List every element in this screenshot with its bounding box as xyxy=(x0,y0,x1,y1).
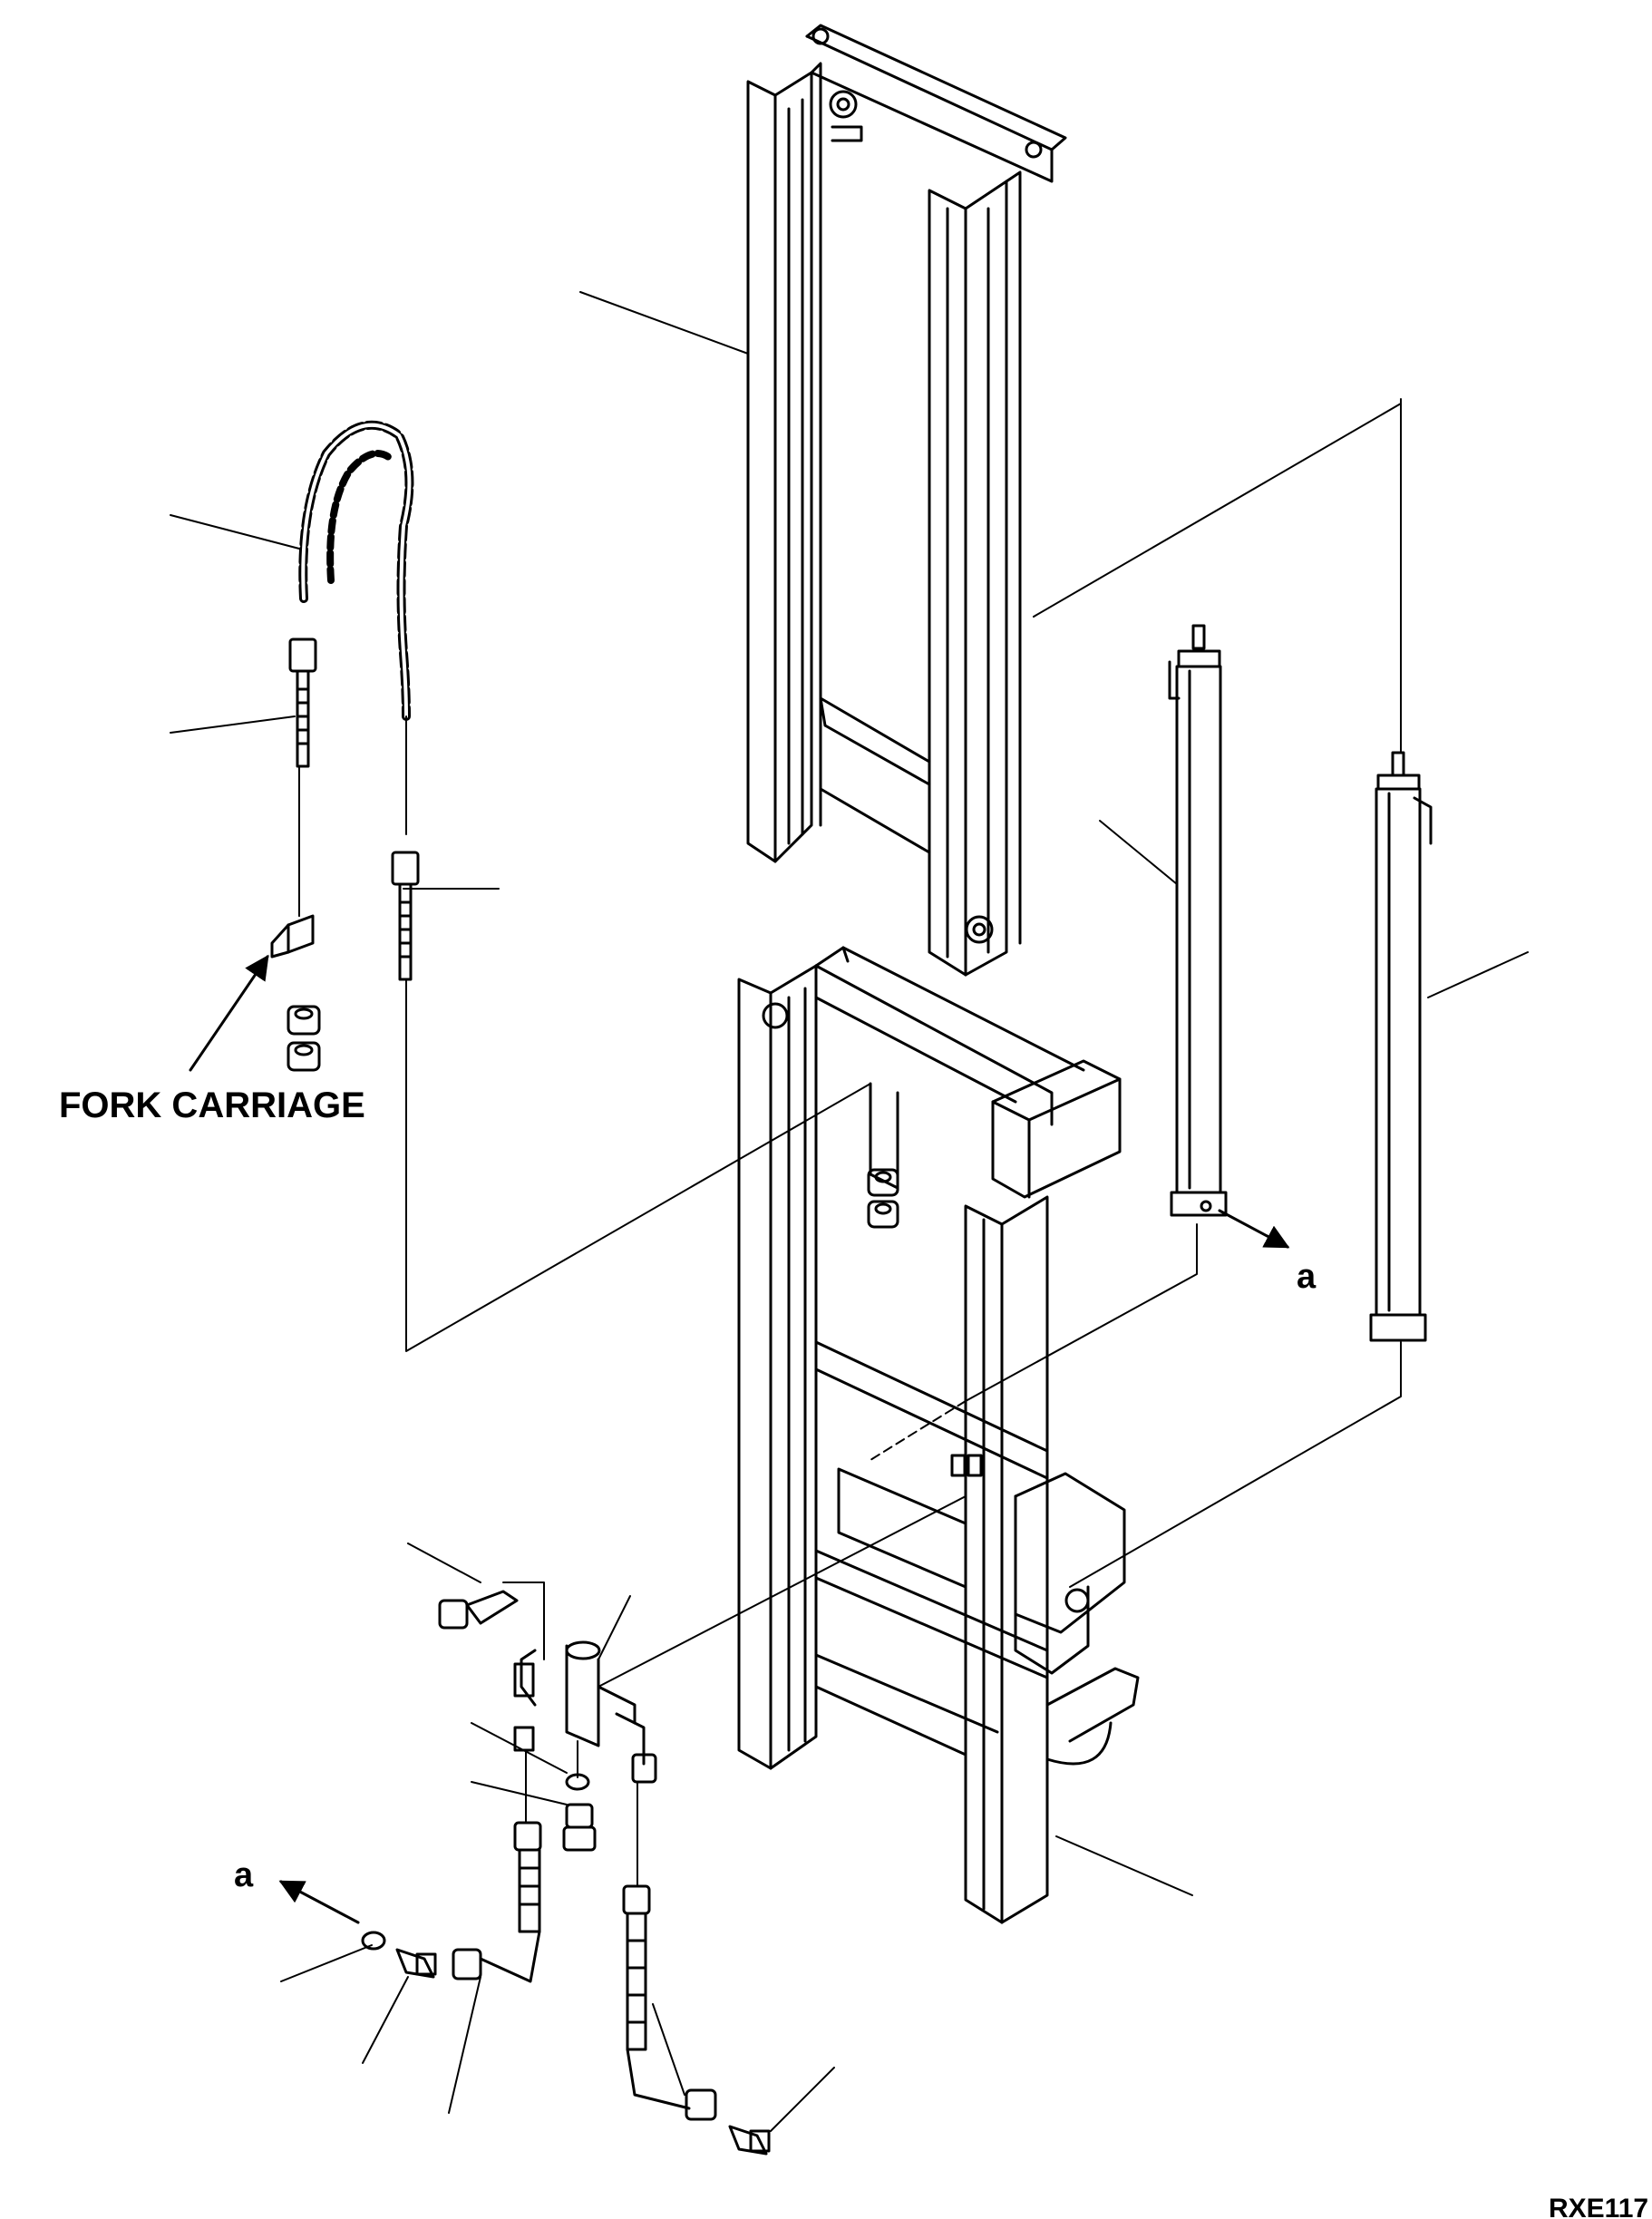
hose-fitting-bolt xyxy=(438,1590,519,1630)
mast-nuts xyxy=(867,1168,899,1229)
fork-carriage-label: FORK CARRIAGE xyxy=(59,1085,365,1125)
lift-cylinder-right xyxy=(1369,751,1433,1342)
hose-right xyxy=(615,1712,717,2121)
inner-mast xyxy=(746,24,1067,977)
chain-anchor-bolt-right xyxy=(391,851,420,981)
outer-mast xyxy=(737,946,1140,1924)
flow-divider xyxy=(520,1640,637,1747)
anchor-nuts xyxy=(287,1005,321,1072)
hose-left xyxy=(452,1662,542,1983)
callout-arrows xyxy=(189,954,1290,1924)
anchor-bracket xyxy=(270,914,315,959)
chain-anchor-bolt-left xyxy=(288,637,317,768)
o-ring-and-plug xyxy=(361,1773,597,1951)
lift-cylinder-left xyxy=(1168,624,1228,1217)
callout-a-left-label: a xyxy=(234,1856,254,1894)
drawing-code-label: RXE117 xyxy=(1549,2194,1648,2219)
callout-a-right-label: a xyxy=(1297,1258,1317,1296)
union-fittings xyxy=(395,1948,771,2156)
leader-lines xyxy=(170,291,1529,2132)
lift-chain xyxy=(298,420,414,721)
